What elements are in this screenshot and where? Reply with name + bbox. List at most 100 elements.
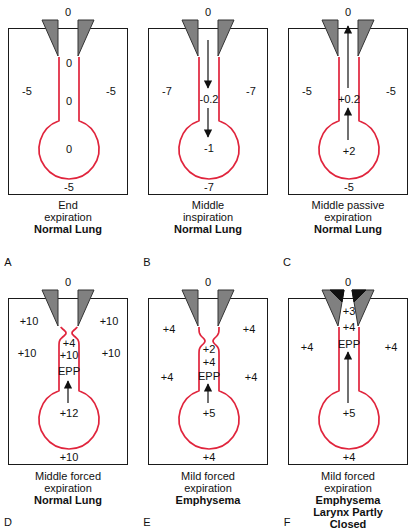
pleural-box: +4 +4 +4 +4 +4+2+4EPP+5 (148, 298, 268, 465)
pressure-value: +10 (18, 347, 37, 359)
lung-condition: Normal Lung (18, 223, 118, 235)
pressure-value: +4 (343, 451, 356, 463)
airway-wall (39, 57, 99, 179)
pressure-value: +5 (203, 407, 216, 419)
pressure-value: -5 (64, 181, 74, 193)
pressure-value: +2 (203, 343, 216, 355)
panel-caption: Middle forced expiration (30, 470, 106, 494)
lung-condition: Normal Lung (18, 494, 118, 506)
pressure-value: +2 (343, 145, 356, 157)
larynx-wedge (322, 20, 338, 56)
panel-caption: End expiration (41, 199, 95, 223)
pressure-value: EPP (338, 338, 360, 350)
pressure-value: +10 (60, 451, 79, 463)
airway-wall (39, 327, 99, 449)
airway-wall (179, 57, 239, 179)
closed-larynx-tip (352, 290, 366, 302)
pressure-value: +4 (243, 323, 256, 335)
pressure-value: +5 (343, 407, 356, 419)
larynx-wedge (78, 290, 94, 326)
airway: -0.2 -1 (174, 49, 244, 189)
pressure-value: +10 (20, 315, 39, 327)
panel-letter: C (283, 256, 291, 268)
pressure-value: +0.2 (338, 93, 360, 105)
larynx-wedge (42, 290, 58, 326)
pleural-box: -7 -7 -7 -0.2 -1 (148, 28, 268, 195)
pressure-value: +4 (163, 323, 176, 335)
larynx-wedge (358, 20, 374, 56)
airway: +2+4EPP+5 (174, 319, 244, 459)
atmospheric-pressure: 0 (65, 6, 71, 18)
pressure-value: -5 (302, 85, 312, 97)
atmospheric-pressure: 0 (65, 276, 71, 288)
airway-outline (174, 319, 244, 459)
pressure-value: +4 (245, 371, 258, 383)
pressure-value: 0 (66, 95, 72, 107)
airway-wall (179, 327, 239, 449)
panel-letter: D (4, 516, 12, 528)
pressure-value: 0 (66, 143, 72, 155)
pressure-value: -5 (386, 85, 396, 97)
pressure-value: -5 (344, 181, 354, 193)
closed-larynx-tip (330, 290, 344, 302)
pressure-value: +3 (343, 305, 356, 317)
panel-letter: F (284, 516, 291, 528)
airway: +0.2 +2 (314, 49, 384, 189)
atmospheric-pressure: 0 (345, 276, 351, 288)
flow-arrow (67, 381, 68, 403)
flow-arrow (207, 108, 208, 137)
panel-caption: Mild forced expiration (177, 470, 239, 494)
airway-outline (314, 49, 384, 189)
larynx-wedge (322, 290, 344, 326)
airway: +3+4EPP+5 (314, 319, 384, 459)
flow-arrow (207, 40, 208, 88)
pressure-value: +12 (60, 407, 79, 419)
panel-caption: Middle inspiration (178, 199, 238, 223)
pressure-value: EPP (58, 365, 80, 377)
larynx-wedge (182, 290, 198, 326)
panel-letter: B (143, 256, 150, 268)
flow-arrow (347, 108, 348, 140)
pressure-value: -7 (204, 181, 214, 193)
pressure-value: -0.2 (200, 93, 219, 105)
larynx-wedge (78, 20, 94, 56)
airway-outline (34, 49, 104, 189)
pressure-value: +4 (203, 356, 216, 368)
airway-outline (174, 49, 244, 189)
larynx-wedge (218, 290, 234, 326)
atmospheric-pressure: 0 (345, 6, 351, 18)
larynx-wedge (42, 20, 58, 56)
pleural-box: +4+4+4+3+4EPP+5 (288, 298, 408, 465)
pressure-value: -7 (246, 85, 256, 97)
pressure-value: -5 (106, 85, 116, 97)
pressure-value: +4 (343, 321, 356, 333)
larynx-wedge (352, 290, 374, 326)
pressure-value: +4 (63, 337, 76, 349)
pressure-value: +10 (100, 315, 119, 327)
flow-arrow (207, 384, 208, 403)
panel-caption: Middle passive expiration (307, 199, 389, 223)
panel-letter: E (143, 516, 150, 528)
larynx-wedge (218, 20, 234, 56)
pressure-value: -1 (204, 142, 214, 154)
pleural-box: -5 -5 -5 +0.2 +2 (288, 28, 408, 195)
airway-wall (319, 327, 379, 449)
pressure-value: 0 (66, 57, 72, 69)
panel-caption: Mild forced expiration (317, 470, 379, 494)
flow-arrow (347, 26, 348, 88)
pleural-box: -5-5-5000 (8, 28, 128, 195)
larynx-wedge (182, 20, 198, 56)
lung-condition: Emphysema Larynx Partly Closed (309, 494, 387, 530)
atmospheric-pressure: 0 (205, 6, 211, 18)
flow-arrow (347, 352, 348, 403)
lung-condition: Normal Lung (158, 223, 258, 235)
airway: +4+10EPP +12 (34, 319, 104, 459)
pressure-value: +4 (301, 341, 314, 353)
airway-wall (319, 57, 379, 179)
atmospheric-pressure: 0 (205, 276, 211, 288)
pressure-value: +4 (203, 451, 216, 463)
pleural-box: +10 +10 +10 +10 +10+4+10EPP +12 (8, 298, 128, 465)
pressure-value: -7 (162, 85, 172, 97)
pressure-value: +10 (60, 349, 79, 361)
